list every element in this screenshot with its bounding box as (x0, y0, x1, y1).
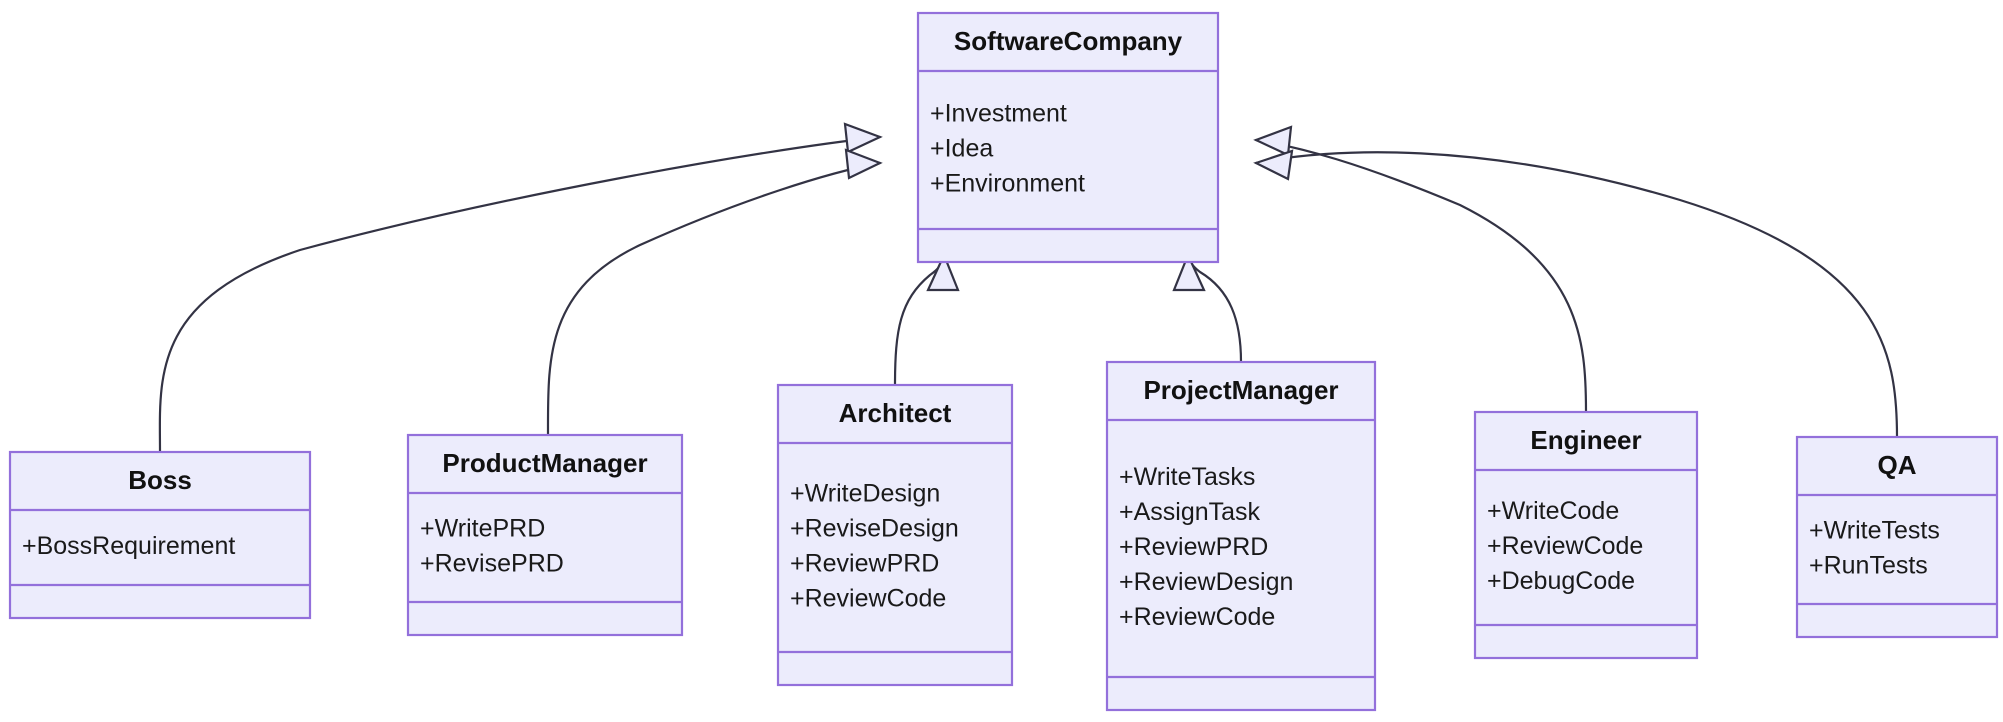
inheritance-edge-productmanager-to-softwarecompany (546, 148, 883, 437)
classes-layer: SoftwareCompany +Investment +Idea +Environm… (8, 11, 1999, 712)
class-box-frame (776, 383, 1014, 687)
class-name-label: Architect (839, 398, 952, 428)
class-name-label: Boss (128, 465, 192, 495)
class-attribute-label: +Idea (930, 135, 993, 163)
inheritance-edge-architect-to-softwarecompany (893, 252, 960, 387)
class-name-label: ProductManager (442, 448, 647, 478)
class-attribute-label: +AssignTask (1119, 498, 1261, 526)
class-attribute-label: +DebugCode (1487, 567, 1635, 595)
class-box-softwarecompany[interactable]: SoftwareCompany +Investment +Idea +Environm… (916, 11, 1220, 264)
class-name-label: ProjectManager (1143, 375, 1338, 405)
inheritance-edge-engineer-to-softwarecompany (1253, 125, 1588, 414)
class-attribute-label: +Environment (930, 170, 1085, 198)
class-box-engineer[interactable]: Engineer +WriteCode +ReviewCode +DebugCode (1473, 410, 1699, 660)
class-attribute-label: +WriteTasks (1119, 463, 1255, 491)
edge-line (1254, 151, 1899, 439)
class-attribute-label: +ReviewPRD (790, 550, 939, 578)
class-attribute-label: +ReviewPRD (1119, 533, 1268, 561)
inheritance-arrowhead-icon (1253, 149, 1294, 181)
edges-layer (158, 122, 1899, 454)
class-attribute-label: +ReviseDesign (790, 515, 959, 543)
class-box-frame (916, 11, 1220, 264)
class-attribute-label: +RevisePRD (420, 550, 564, 578)
inheritance-edge-projectmanager-to-softwarecompany (1172, 252, 1243, 364)
edge-line (158, 135, 882, 454)
class-attribute-label: +WritePRD (420, 515, 545, 543)
edge-line (546, 161, 882, 437)
inheritance-edge-qa-to-softwarecompany (1253, 149, 1899, 439)
class-box-boss[interactable]: Boss +BossRequirement (8, 450, 312, 620)
class-attribute-label: +ReviewCode (1119, 603, 1275, 631)
class-box-qa[interactable]: QA +WriteTests +RunTests (1795, 435, 1999, 639)
class-attribute-label: +WriteCode (1487, 497, 1619, 525)
class-attribute-label: +ReviewCode (1487, 532, 1643, 560)
inheritance-edge-boss-to-softwarecompany (158, 122, 883, 454)
class-name-label: SoftwareCompany (954, 26, 1183, 56)
class-attribute-label: +ReviewDesign (1119, 568, 1293, 596)
class-attribute-label: +ReviewCode (790, 585, 946, 613)
inheritance-arrowhead-icon (1253, 125, 1293, 157)
class-box-architect[interactable]: Architect +WriteDesign +ReviseDesign +Revie… (776, 383, 1014, 687)
class-attribute-label: +BossRequirement (22, 532, 235, 560)
class-name-label: QA (1878, 450, 1917, 480)
inheritance-arrowhead-icon (843, 122, 883, 154)
class-box-frame (8, 450, 312, 620)
inheritance-arrowhead-icon (844, 148, 883, 180)
inheritance-arrowhead-icon (1172, 252, 1206, 292)
class-box-projectmanager[interactable]: ProjectManager +WriteTasks +AssignTask +Rev… (1105, 360, 1377, 712)
edge-line (1254, 138, 1588, 414)
class-attribute-label: +WriteTests (1809, 517, 1940, 545)
inheritance-arrowhead-icon (926, 252, 960, 292)
class-attribute-label: +RunTests (1809, 552, 1928, 580)
class-box-productmanager[interactable]: ProductManager +WritePRD +RevisePRD (406, 433, 684, 637)
class-attribute-label: +WriteDesign (790, 480, 940, 508)
class-box-frame (1473, 410, 1699, 660)
class-name-label: Engineer (1530, 425, 1641, 455)
class-attribute-label: +Investment (930, 100, 1067, 128)
